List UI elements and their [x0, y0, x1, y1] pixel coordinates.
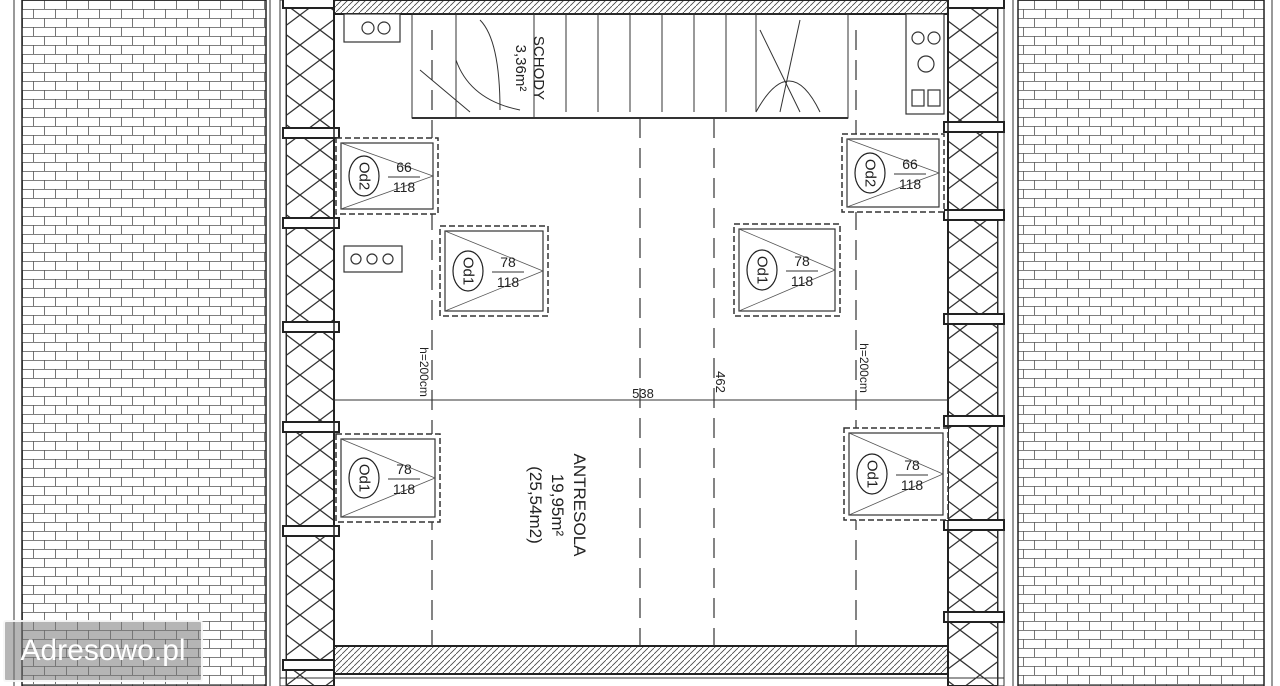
window-code-ellipse	[746, 249, 778, 291]
window-height: 118	[901, 477, 924, 493]
window-height: 118	[497, 274, 520, 290]
height-label-left: h=200cm	[417, 347, 431, 397]
insulation-wall-right	[947, 0, 999, 686]
window-sash-line	[340, 438, 437, 518]
window-width: 66	[396, 159, 412, 175]
window-sash-line	[340, 142, 435, 210]
roof-window-1: Od2 66 118	[335, 137, 439, 215]
roof-window-3: Od1 78 118	[439, 225, 549, 317]
roof-right	[1017, 0, 1265, 686]
room-name: ANTRESOLA	[570, 454, 589, 558]
watermark: Adresowo.pl	[3, 620, 203, 682]
stairs-label: SCHODY	[530, 36, 547, 100]
window-width: 66	[902, 156, 918, 172]
rafters	[282, 0, 1005, 671]
window-sash-line	[848, 432, 945, 516]
roof-window-4: Od1 78 118	[733, 223, 841, 317]
dimension-vertical: 462	[713, 371, 728, 393]
roof-window-5: Od1 78 118	[335, 433, 441, 523]
fixture-top-right	[905, 13, 945, 115]
roof-window-6: Od1 78 118	[843, 427, 949, 521]
window-code: Od1	[864, 460, 881, 488]
wall-bottom	[333, 645, 949, 675]
window-sash-line	[444, 230, 545, 312]
roof-window-2: Od2 66 118	[841, 133, 945, 213]
room-area: 19,95m²	[548, 474, 567, 537]
window-code-ellipse	[348, 155, 380, 197]
window-height: 118	[393, 179, 416, 195]
window-code: Od1	[460, 257, 477, 285]
stairs-drawing	[411, 13, 849, 119]
dimension-horizontal: 538	[632, 386, 654, 401]
stairs-area: 3,36m²	[512, 45, 529, 92]
window-sash-line	[846, 138, 941, 208]
window-code: Od2	[356, 162, 373, 190]
window-code-ellipse	[452, 250, 484, 292]
window-height: 118	[791, 273, 814, 289]
height-label-right: h=200cm	[857, 343, 871, 393]
wall-top	[333, 0, 949, 15]
window-code: Od2	[862, 159, 879, 187]
window-width: 78	[904, 457, 920, 473]
guide-lines	[431, 30, 857, 646]
room-area-total: (25,54m2)	[526, 466, 545, 543]
insulation-wall-left	[285, 0, 335, 686]
window-code-ellipse	[348, 457, 380, 499]
roof-left	[21, 0, 267, 686]
window-sash-line	[738, 228, 837, 312]
window-height: 118	[899, 176, 922, 192]
fixture-top-left	[343, 13, 401, 43]
window-code: Od1	[754, 256, 771, 284]
window-code: Od1	[356, 464, 373, 492]
window-code-ellipse	[856, 453, 888, 495]
window-width: 78	[794, 253, 810, 269]
fixture-left-wall	[343, 245, 403, 273]
window-code-ellipse	[854, 152, 886, 194]
window-width: 78	[396, 461, 412, 477]
window-width: 78	[500, 254, 516, 270]
window-height: 118	[393, 481, 416, 497]
